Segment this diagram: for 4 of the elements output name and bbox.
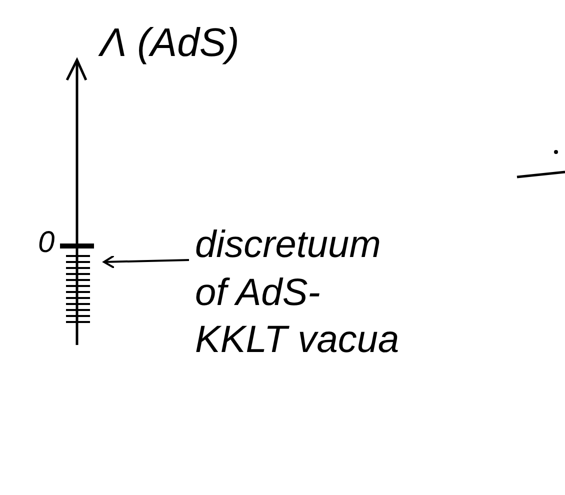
- zero-label: 0: [38, 225, 56, 261]
- axis-label: Λ (AdS): [100, 20, 240, 67]
- annotation-text: discretuum of AdS-KKLT vacua: [195, 222, 410, 364]
- arrow: [103, 254, 190, 269]
